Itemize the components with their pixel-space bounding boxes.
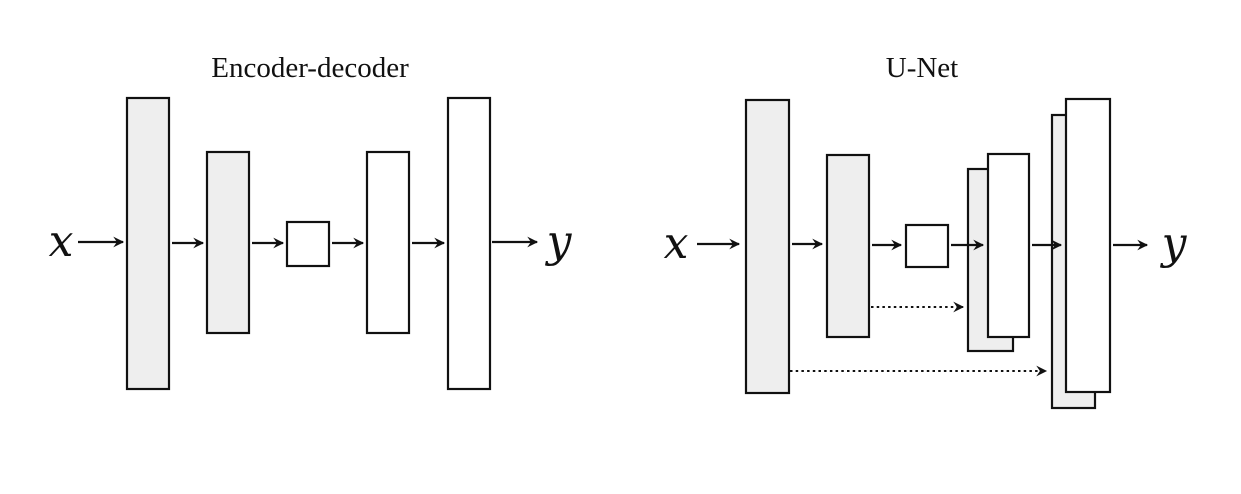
output-layer-block xyxy=(1064,97,1112,394)
input-layer-block xyxy=(125,96,171,391)
decoder-layer-block xyxy=(986,152,1031,339)
bottleneck-block xyxy=(285,220,331,268)
encoder-decoder-output-label: y xyxy=(545,216,573,267)
encoder-layer-block xyxy=(825,153,871,339)
encoder-decoder-shapes xyxy=(78,96,539,391)
encoder-decoder-title: Encoder-decoder xyxy=(211,52,409,84)
u-net-input-label: x xyxy=(664,218,689,269)
u-net-title: U-Net xyxy=(886,52,958,84)
output-layer-block xyxy=(446,96,492,391)
panel-u-net: U-Net x y xyxy=(664,52,1188,410)
decoder-layer-block xyxy=(365,150,411,335)
input-layer-block xyxy=(744,98,791,395)
encoder-decoder-input-label: x xyxy=(49,216,74,267)
u-net-output-label: y xyxy=(1160,218,1188,269)
panel-encoder-decoder: Encoder-decoder x y xyxy=(49,52,573,391)
bottleneck-block xyxy=(904,223,950,269)
u-net-shapes xyxy=(697,97,1149,410)
encoder-layer-block xyxy=(205,150,251,335)
